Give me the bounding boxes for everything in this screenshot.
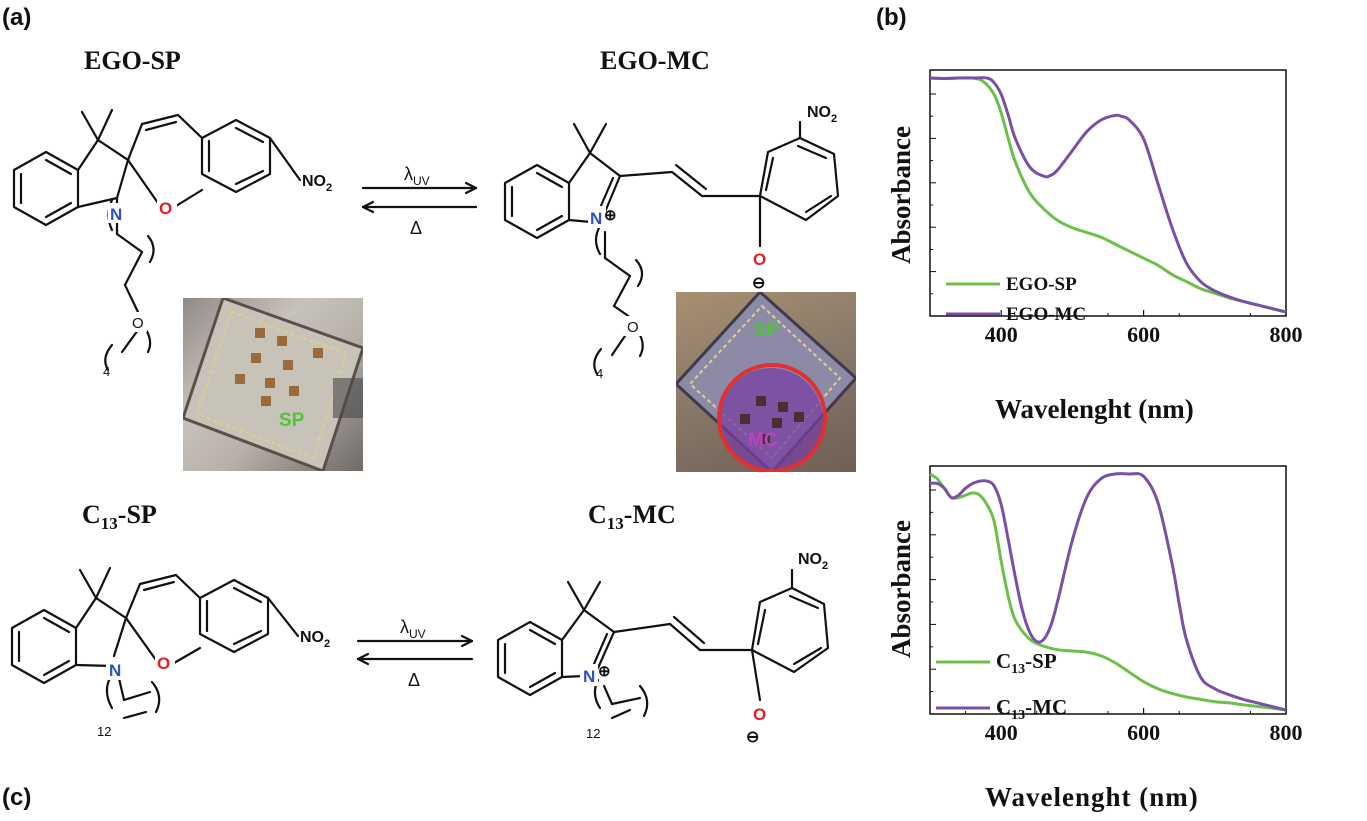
ego-mc-nitrogen: N: [590, 209, 602, 228]
arrow-reverse-label-bottom: Δ: [408, 670, 420, 690]
c13-mc-nitrogen: N: [583, 667, 595, 686]
x-axis-label: Wavelenght (nm): [995, 394, 1194, 424]
ego-mc-structure: [503, 120, 840, 376]
legend-label-c13-mc: C13-MC: [996, 695, 1067, 723]
compound-title-c13-sp: C13-SP: [82, 500, 157, 534]
c13-mc-sub: 13: [606, 514, 624, 534]
series-line-1: [929, 76, 1287, 314]
y-ticks: [930, 93, 936, 317]
c13-sp-nitrogen: N: [109, 661, 121, 680]
x-tick-label: 600: [1127, 322, 1160, 347]
plot-frame: [929, 465, 1287, 715]
c13-mc-structure: [496, 568, 830, 720]
ego-sp-nitrogen: N: [110, 205, 122, 224]
x-tick-label: 800: [1270, 322, 1303, 347]
compound-title-ego-mc: EGO-MC: [600, 46, 710, 75]
c13-sp-repeat-count: 12: [97, 724, 111, 739]
ego-mc-ether-oxygen: O: [627, 319, 639, 336]
ego-mc-minus-charge: ⊖: [752, 275, 765, 292]
x-tick-label: 600: [1127, 720, 1160, 745]
c13-mc-minus-charge: ⊖: [746, 729, 759, 746]
series-line-0: [929, 472, 1287, 712]
c13-sp-structure: [10, 566, 300, 720]
c13-mc-oxygen: O: [753, 705, 766, 724]
ego-sp-oxygen: O: [159, 199, 172, 218]
legend-label-c13-sp: C13-SP: [996, 649, 1057, 677]
sp-device-graphic: [183, 298, 363, 471]
c13-sp-oxygen: O: [157, 654, 170, 673]
panel-label-c: (c): [2, 784, 32, 811]
legend-label-ego-sp: EGO-SP: [1006, 274, 1077, 295]
x-axis-label: Wavelenght (nm): [985, 782, 1199, 812]
y-axis-label: Absorbance: [886, 520, 916, 658]
reaction-schemes: N O NO2 O 4 N ⊕ NO2 O ⊖ O 4 N O NO2 12 N…: [10, 104, 840, 746]
c13-mc-prefix: C: [588, 500, 607, 529]
equilibrium-arrows-bottom: [356, 634, 474, 666]
sp-photo-label: SP: [279, 410, 305, 431]
panel-label-b: (b): [876, 4, 907, 31]
ego-mc-no2: NO2: [807, 104, 837, 125]
c13-mc-repeat-count: 12: [586, 726, 600, 741]
c13-sp-prefix: C: [82, 500, 101, 529]
legend: C13-SP C13-MC: [936, 649, 1067, 723]
c13-mc-no2: NO2: [798, 551, 828, 572]
ego-mc-repeat-count: 4: [596, 366, 603, 381]
series-lines: [929, 76, 1287, 314]
arrow-reverse-label-top: Δ: [410, 218, 422, 238]
c13-mc-plus-charge: ⊕: [598, 663, 611, 680]
absorbance-chart-ego: 400 600 800 Absorbance Wavelenght (nm) EGO…: [886, 69, 1303, 424]
mc-photo-mc-label: MC: [748, 430, 778, 451]
mc-photo-sp-label: SP: [754, 320, 780, 341]
ego-mc-plus-charge: ⊕: [604, 207, 617, 224]
arrow-forward-label-top: λUV: [404, 164, 430, 188]
c13-mc-suffix: -MC: [623, 500, 676, 529]
series-line-0: [929, 76, 1287, 314]
plot-frame: [929, 69, 1287, 317]
y-ticks: [930, 489, 936, 715]
series-lines: [929, 472, 1287, 712]
device-photo-mc: SP MC: [676, 292, 856, 472]
legend-label-ego-mc: EGO-MC: [1006, 304, 1086, 325]
compound-title-ego-sp: EGO-SP: [84, 46, 181, 75]
arrow-forward-label-bottom: λUV: [400, 617, 426, 641]
ego-sp-structure: [12, 108, 302, 372]
ego-sp-no2: NO2: [302, 173, 332, 194]
mc-device-graphic: [676, 292, 856, 472]
series-line-1: [929, 472, 1287, 712]
y-axis-label: Absorbance: [886, 126, 916, 264]
legend: EGO-SP EGO-MC: [946, 274, 1086, 325]
ego-mc-oxygen: O: [753, 250, 766, 269]
x-ticks: 400 600 800: [965, 708, 1303, 745]
ego-sp-repeat-count: 4: [103, 364, 110, 379]
c13-sp-no2: NO2: [300, 629, 330, 650]
c13-sp-suffix: -SP: [117, 500, 157, 529]
panel-label-a: (a): [2, 4, 32, 31]
absorbance-chart-c13: 400 600 800 Absorbance Wavelenght (nm) C13…: [886, 465, 1303, 812]
equilibrium-arrows-top: [361, 181, 478, 214]
x-tick-label: 400: [985, 720, 1018, 745]
device-photo-sp: SP: [183, 298, 363, 471]
c13-sp-sub: 13: [100, 514, 118, 534]
ego-sp-ether-oxygen: O: [132, 315, 144, 332]
compound-title-c13-mc: C13-MC: [588, 500, 676, 534]
x-tick-label: 800: [1270, 720, 1303, 745]
x-tick-label: 400: [985, 322, 1018, 347]
